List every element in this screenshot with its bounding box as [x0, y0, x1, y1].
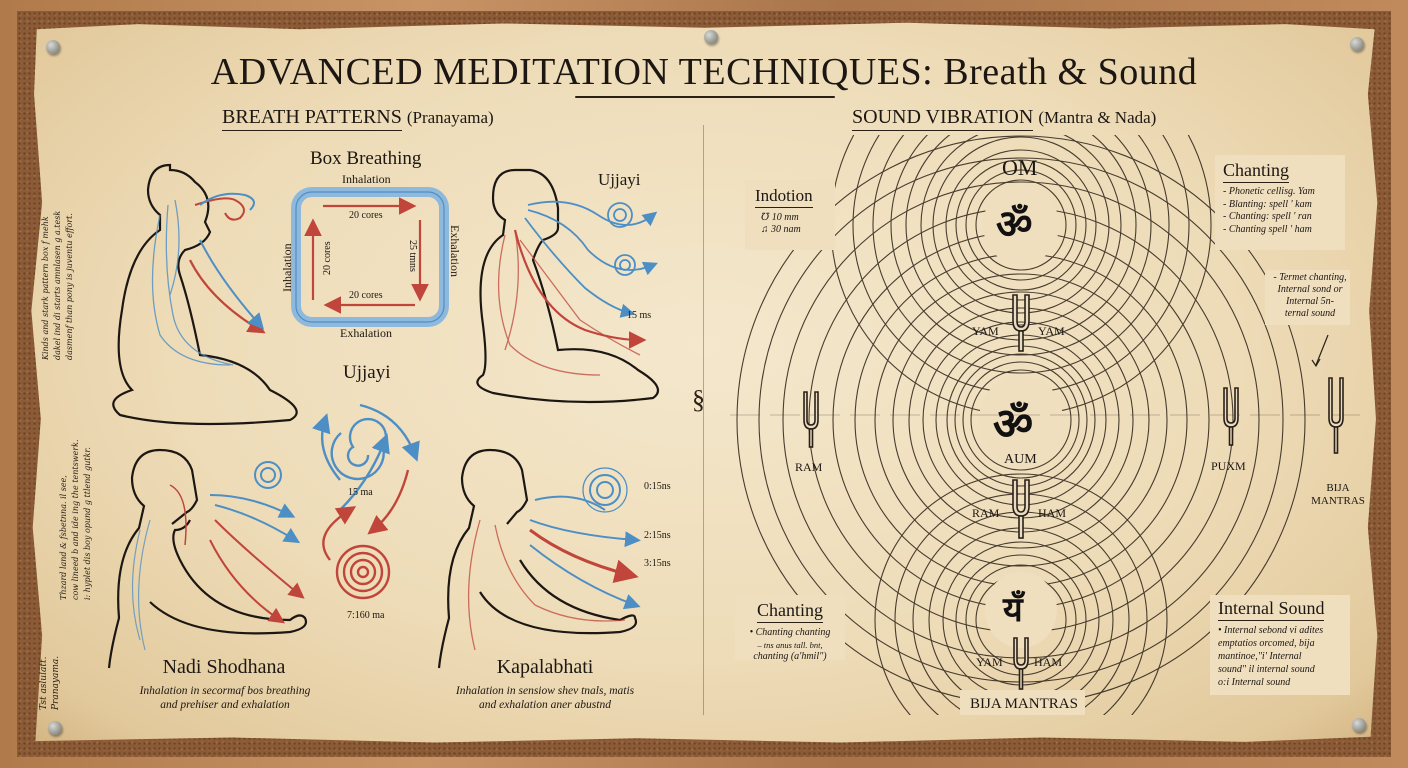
breath-heading-main: BREATH PATTERNS: [222, 106, 402, 131]
tuning-fork-icons: [803, 294, 1344, 690]
breath-heading-paren: (Pranayama): [406, 108, 494, 127]
inhale-arrow: [199, 239, 264, 330]
figure-nadi-shodhana: [107, 448, 308, 669]
sound-heading: SOUND VIBRATION (Mantra & Nada): [852, 106, 1157, 131]
fork-label-yam-left: YAM: [972, 324, 999, 338]
box-top-label: Inhalation: [342, 172, 391, 186]
figure-2-energy-lines: [497, 229, 641, 376]
chanting-bottom-title: Chanting: [757, 600, 823, 623]
fork-label-ram-side: RAM: [795, 460, 823, 474]
ujjayi-center-title: Ujjayi: [343, 362, 391, 383]
chanting-bottom-list: • Chanting chanting – tns anus tall. bnt…: [749, 627, 831, 662]
ujjayi-spiral-diagram: [312, 403, 420, 600]
fork-label-bija-right: BIJA MANTRAS: [1311, 482, 1365, 507]
box-inner-top: 20 cores: [349, 210, 383, 221]
fork-label-puxm: PUXM: [1211, 459, 1246, 473]
internal-sound-title: Internal Sound: [1218, 598, 1325, 621]
pushpin-icon: [46, 40, 60, 54]
sound-heading-main: SOUND VIBRATION: [852, 106, 1034, 131]
chanting-bottom-panel: Chanting • Chanting chanting – tns anus …: [742, 600, 838, 663]
box-inner-bottom: 20 cores: [349, 290, 383, 301]
indotion-panel: Indotion ℧ 10 mm ♫ 30 nam: [755, 186, 813, 236]
exhale-arrow: [513, 229, 647, 349]
kapalabhati-title: Kapalabhati: [496, 656, 594, 678]
ujjayi-center-timing-bottom: 7:160 ma: [347, 610, 385, 621]
internal-sound-panel: Internal Sound • Internal sebond vi adit…: [1218, 598, 1325, 689]
aum-label: AUM: [1004, 452, 1037, 467]
fork-label-yam-low: YAM: [976, 655, 1003, 669]
music-note-icon: ♫: [761, 224, 769, 235]
fork-label-yam-right: YAM: [1038, 324, 1065, 338]
om-label: OM: [1002, 155, 1038, 180]
inhale-curl: [199, 192, 255, 211]
pushpin-icon: [48, 721, 62, 735]
kapalabhati-timing-2: 2:15ns: [644, 530, 671, 541]
indotion-title: Indotion: [755, 186, 813, 208]
concentric-sound-waves: [736, 135, 1306, 715]
tuning-fork-icon: ℧: [761, 212, 770, 223]
parchment-poster: [31, 22, 1378, 743]
chanting-top-panel: Chanting - Phonetic cellisg. Yam - Blant…: [1223, 160, 1315, 236]
sound-heading-paren: (Mantra & Nada): [1038, 108, 1157, 127]
annotation-arrow: [1315, 334, 1329, 366]
yam-symbol-icon: यँ: [1003, 590, 1023, 630]
box-breathing-title: Box Breathing: [310, 148, 422, 169]
box-bottom-label: Exhalation: [340, 326, 392, 340]
box-breathing-diagram: [291, 187, 449, 327]
nadi-exhale-arrows: [209, 519, 305, 624]
aum-symbol-icon: ॐ: [993, 399, 1034, 450]
om-symbol-icon: ॐ: [996, 202, 1033, 248]
kapalabhati-caption: Inhalation in sensiow shev tnals, matis …: [455, 685, 635, 711]
pushpin-icon: [704, 30, 718, 44]
ujjayi-top-title: Ujjayi: [598, 170, 641, 189]
nadi-inhale-arrows: [209, 461, 301, 544]
fork-label-ham-low: HAM: [1034, 655, 1063, 669]
section-divider: [703, 125, 704, 715]
figure-1-energy-lines: [151, 199, 234, 366]
fork-label-ham: HAM: [1038, 506, 1067, 520]
ujjayi-top-waves: [524, 200, 658, 318]
ujjayi-top-timing: 15 ms: [627, 310, 652, 321]
ujjayi-center-timing-top: 15 ma: [348, 487, 373, 498]
indotion-item: ♫ 30 nam: [761, 224, 801, 235]
chanting-top-list: - Phonetic cellisg. Yam - Blanting: spel…: [1223, 186, 1315, 235]
internal-note: - Termet chanting, Internal sond or Inte…: [1273, 272, 1347, 319]
kapalabhati-timing-3: 3:15ns: [644, 558, 671, 569]
chanting-top-title: Chanting: [1223, 160, 1289, 183]
figure-seated-profile-1: [112, 163, 298, 426]
nadi-shodhana-title: Nadi Shodhana: [162, 656, 286, 678]
ornament-flourish-icon: §: [692, 385, 705, 414]
pushpin-icon: [1350, 37, 1364, 51]
kapalabhati-arrows: [529, 467, 641, 610]
exhale-curl: [194, 197, 245, 221]
figure-kapalabhati: [437, 448, 638, 669]
pushpin-icon: [1352, 718, 1366, 732]
breath-heading: BREATH PATTERNS (Pranayama): [222, 106, 494, 131]
title-underline: [575, 96, 835, 98]
fork-label-ram: RAM: [972, 506, 1000, 520]
poster-title: ADVANCED MEDITATION TECHNIQUES: Breath &…: [210, 51, 1198, 93]
kapalabhati-timing-1: 0:15ns: [644, 481, 671, 492]
bija-mantras-label: BIJA MANTRAS: [970, 696, 1078, 712]
nadi-shodhana-caption: Inhalation in secormaf bos breathing and…: [139, 685, 311, 711]
internal-sound-text: • Internal sebond vi adites emptatios or…: [1218, 625, 1324, 688]
indotion-item: ℧ 10 mm: [761, 212, 799, 223]
